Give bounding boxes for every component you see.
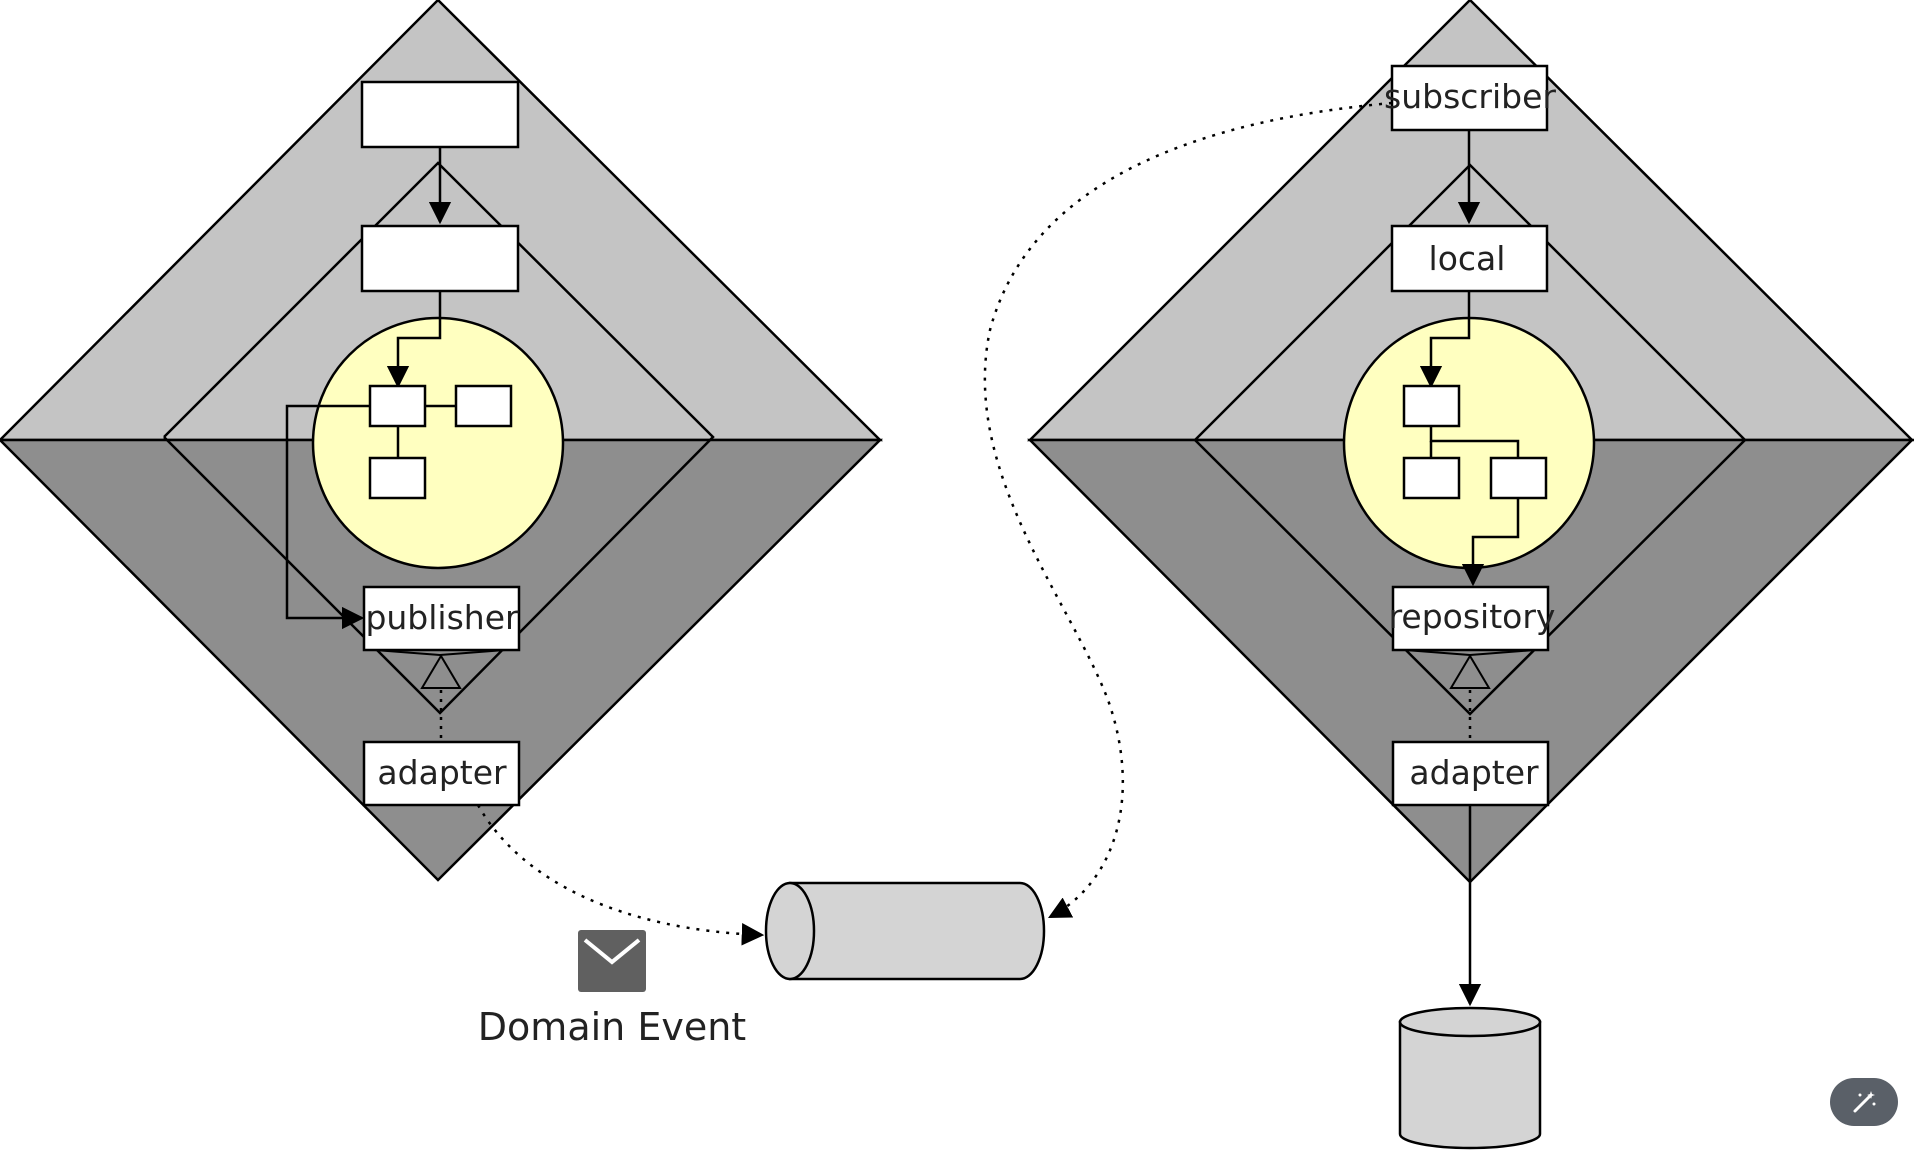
left-domain-core [311,316,565,570]
database-cylinder-icon [1398,1006,1542,1150]
left-top-box [360,80,520,149]
left-core-entity-b [454,384,513,428]
right-domain-core [1342,316,1596,570]
right-port-implements-arrow [1449,654,1491,689]
left-core-entity-c [368,456,427,500]
left-port-implements-arrow [420,654,462,689]
message-queue-cylinder-icon [764,881,1046,981]
subscriber-label: subscriber [1384,77,1556,116]
right-core-entity-a [1402,384,1461,428]
left-hexagon: publisher adapter [0,0,884,882]
left-core-entity-a [368,384,427,428]
magic-wand-button[interactable] [1830,1078,1898,1126]
repository-box [1391,585,1550,652]
left-second-box [360,224,520,293]
right-adapter-label: adapter [1409,753,1539,792]
publisher-box [362,585,521,652]
left-adapter-label: adapter [377,753,507,792]
repository-label: repository [1389,597,1556,636]
right-core-branch [1429,426,1520,458]
adapter-to-queue-flow [476,804,765,946]
right-adapter-box [1391,740,1550,807]
local-label: local [1429,239,1506,278]
local-box [1390,224,1549,293]
right-inner-diamond [1194,163,1747,716]
right-hexagon: subscriber local repository adapter [1026,0,1914,1007]
right-core-entity-b [1402,456,1461,500]
left-second-to-core-arrow [386,290,442,389]
left-core-to-publisher-arrow [285,404,370,630]
left-adapter-box [362,740,521,807]
right-core-to-repository-arrow [1461,498,1520,587]
envelope-icon [578,930,646,992]
publisher-label: publisher [365,598,519,637]
domain-event-label: Domain Event [478,1005,746,1049]
subscriber-box [1390,64,1549,132]
right-core-entity-c [1489,456,1548,500]
right-local-to-core-arrow [1419,290,1471,389]
magic-wand-icon [1853,1091,1876,1113]
